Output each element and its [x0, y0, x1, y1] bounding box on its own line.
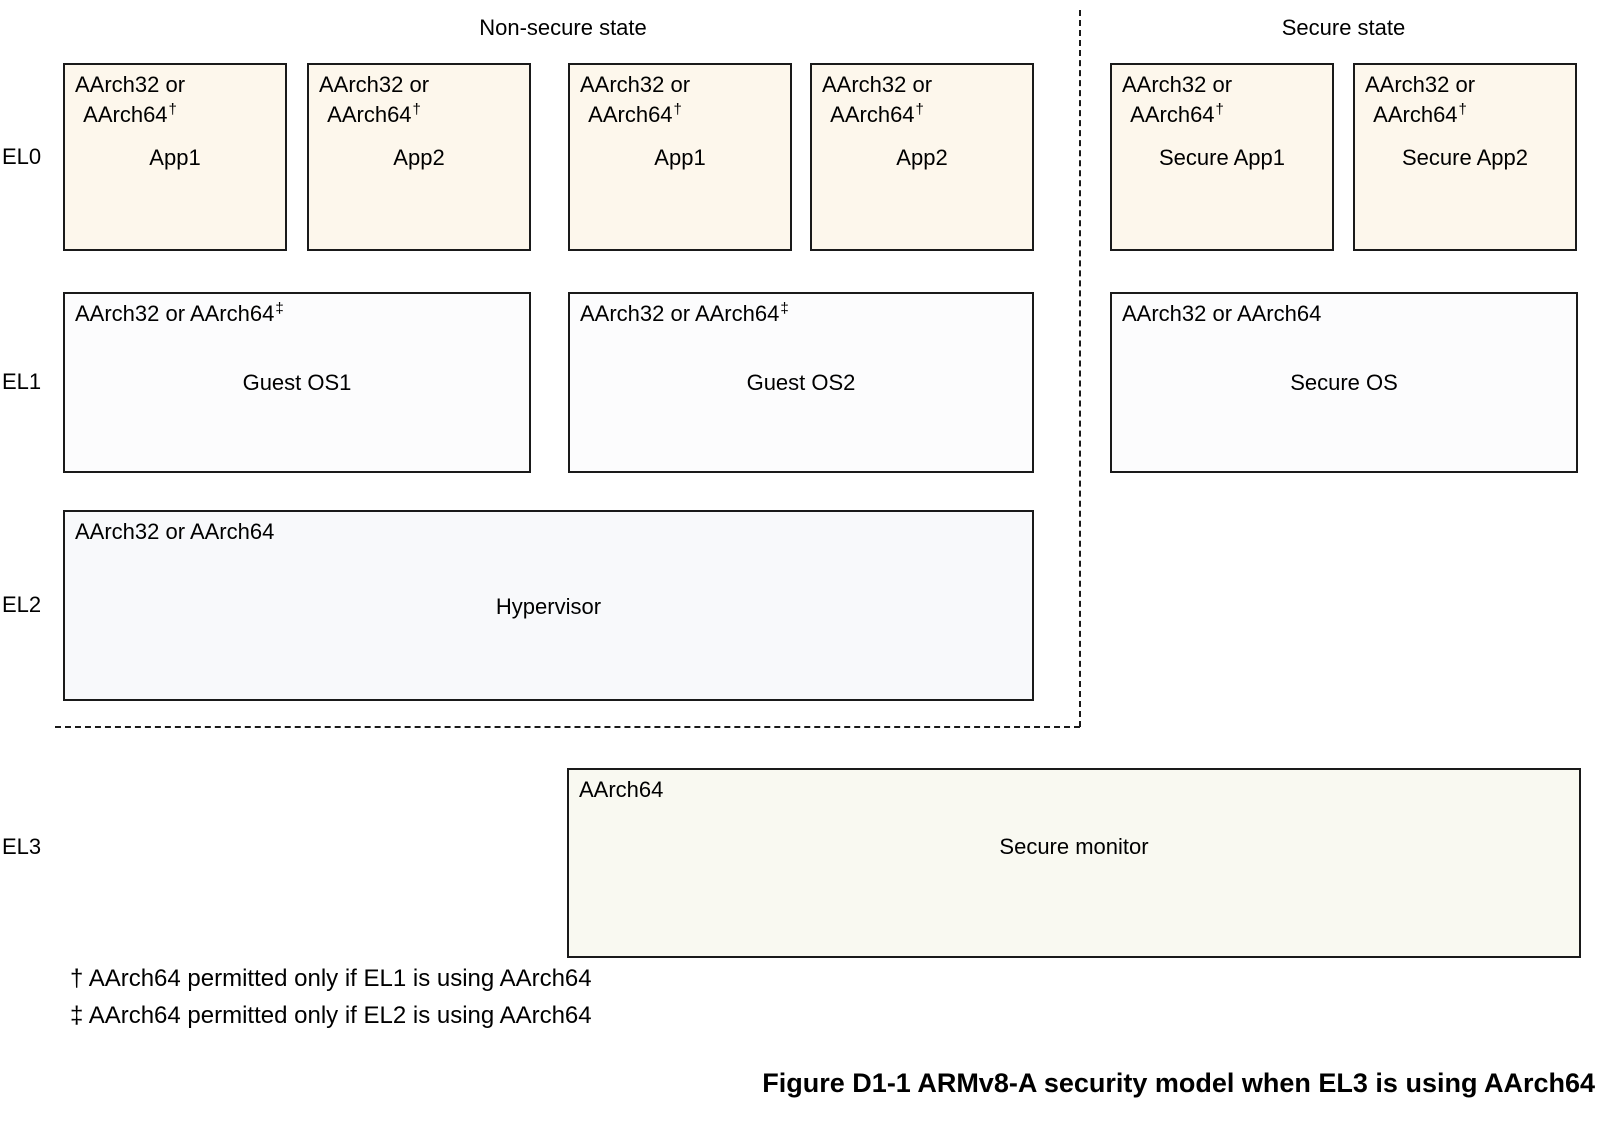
figure-caption: Figure D1-1 ARMv8-A security model when …: [762, 1068, 1595, 1098]
non-secure-state-title: Non-secure state: [479, 15, 647, 40]
hypervisor-name: Hypervisor: [495, 594, 602, 619]
el2-box-hypervisor: AArch32 or AArch64 Hypervisor: [63, 510, 1034, 701]
double-dagger-footnote-mark: ‡: [275, 300, 284, 317]
footnotes: † AArch64 permitted only if EL1 is using…: [70, 960, 592, 1034]
el3-divider-horizontal: [55, 726, 1080, 728]
os-name: Guest OS2: [746, 370, 856, 395]
app-name: App1: [149, 145, 201, 170]
el1-box-secure-os: AArch32 or AArch64 Secure OS: [1110, 292, 1578, 473]
footnote-dagger: † AArch64 permitted only if EL1 is using…: [70, 965, 592, 992]
secure-monitor-name: Secure monitor: [999, 834, 1149, 859]
app-name: Secure App2: [1402, 145, 1528, 170]
arch-text: AArch32 or AArch64‡: [580, 300, 789, 326]
el3-label: EL3: [2, 834, 42, 859]
arch-text: AArch64: [579, 777, 664, 802]
el3-box-secure-monitor: AArch64 Secure monitor: [567, 768, 1581, 958]
arch-text: AArch32 or AArch64: [1122, 301, 1322, 326]
app-name: Secure App1: [1159, 145, 1285, 170]
dagger-footnote-mark: †: [168, 101, 177, 118]
el1-box-guest-os2: AArch32 or AArch64‡ Guest OS2: [568, 292, 1034, 473]
arch-text: AArch32 or AArch64‡: [75, 300, 284, 326]
app-name: App2: [393, 145, 445, 170]
app-name: App1: [654, 145, 706, 170]
os-name: Secure OS: [1290, 370, 1398, 395]
double-dagger-footnote-mark: ‡: [780, 300, 789, 317]
arch-text: AArch32 or AArch64: [75, 519, 275, 544]
dagger-footnote-mark: †: [412, 101, 421, 118]
el2-label: EL2: [2, 592, 42, 617]
os-name: Guest OS1: [242, 370, 352, 395]
footnote-double-dagger: ‡ AArch64 permitted only if EL2 is using…: [70, 1002, 592, 1029]
dagger-footnote-mark: †: [1458, 101, 1467, 118]
el1-box-guest-os1: AArch32 or AArch64‡ Guest OS1: [63, 292, 531, 473]
el1-label: EL1: [2, 369, 42, 394]
el0-label: EL0: [2, 144, 42, 169]
app-name: App2: [896, 145, 948, 170]
dagger-footnote-mark: †: [673, 101, 682, 118]
dagger-footnote-mark: †: [915, 101, 924, 118]
secure-state-title: Secure state: [1281, 15, 1406, 40]
secure-state-divider-vertical: [1079, 10, 1081, 727]
dagger-footnote-mark: †: [1215, 101, 1224, 118]
